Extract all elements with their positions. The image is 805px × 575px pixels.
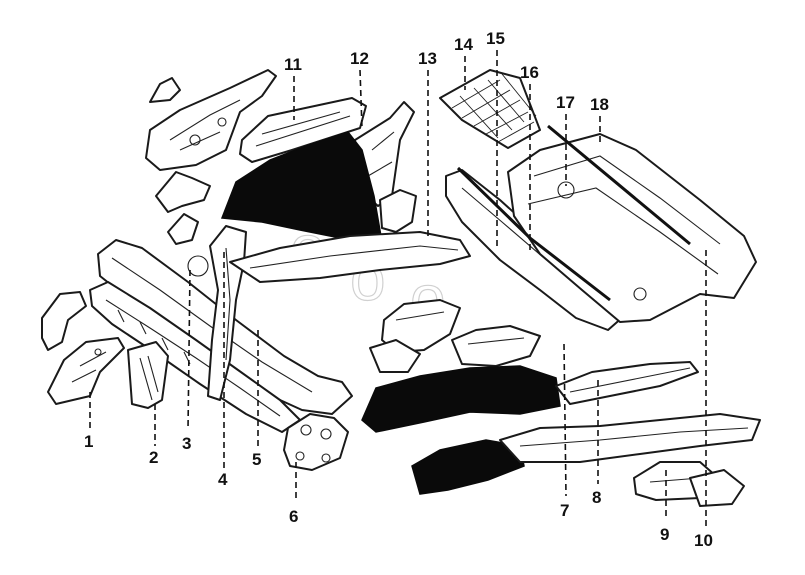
- part-17-18-floor-panel: [507, 133, 757, 323]
- cowl-side-panel: [145, 69, 277, 171]
- callout-3: 3: [182, 434, 191, 453]
- callout-18: 18: [590, 95, 609, 114]
- callout-6: 6: [289, 507, 298, 526]
- callout-7: 7: [560, 501, 569, 520]
- part-10-sill-end: [689, 469, 745, 507]
- callout-10: 10: [694, 531, 713, 550]
- wheelhouse-liner-upper: [220, 131, 383, 243]
- leader-lines: [89, 50, 707, 526]
- part-11-upper-apron: [239, 97, 367, 163]
- floor-seam-line: [547, 124, 691, 246]
- callout-11: 11: [284, 55, 302, 74]
- part-1-bracket: [47, 337, 125, 405]
- center-brackets: [369, 299, 541, 373]
- callouts: 1 2 3 4 5 6 7 8 9 10 11 12 13 14 15 16 1…: [84, 29, 713, 550]
- callout-13: 13: [418, 49, 437, 68]
- callout-12: 12: [350, 49, 369, 68]
- part-8-rocker-inner: [555, 361, 699, 405]
- part-13-dash-crossmember: [229, 189, 471, 283]
- callout-17: 17: [556, 93, 575, 112]
- part-5-rail-bracket: [207, 225, 247, 401]
- wheelhouse-liner-lower: [361, 365, 561, 433]
- sill-dark-piece: [411, 439, 525, 495]
- small-brackets-left: [41, 171, 211, 351]
- callout-2: 2: [149, 448, 158, 467]
- callout-1: 1: [84, 432, 93, 451]
- callout-4: 4: [218, 470, 228, 489]
- part-7-rocker-outer: [499, 413, 761, 463]
- part-2-support: [127, 341, 169, 409]
- part-6-mount: [283, 413, 349, 471]
- callout-16: 16: [520, 63, 539, 82]
- callout-14: 14: [454, 35, 473, 54]
- callout-9: 9: [660, 525, 669, 544]
- callout-8: 8: [592, 488, 601, 507]
- callout-15: 15: [486, 29, 505, 48]
- callout-5: 5: [252, 450, 261, 469]
